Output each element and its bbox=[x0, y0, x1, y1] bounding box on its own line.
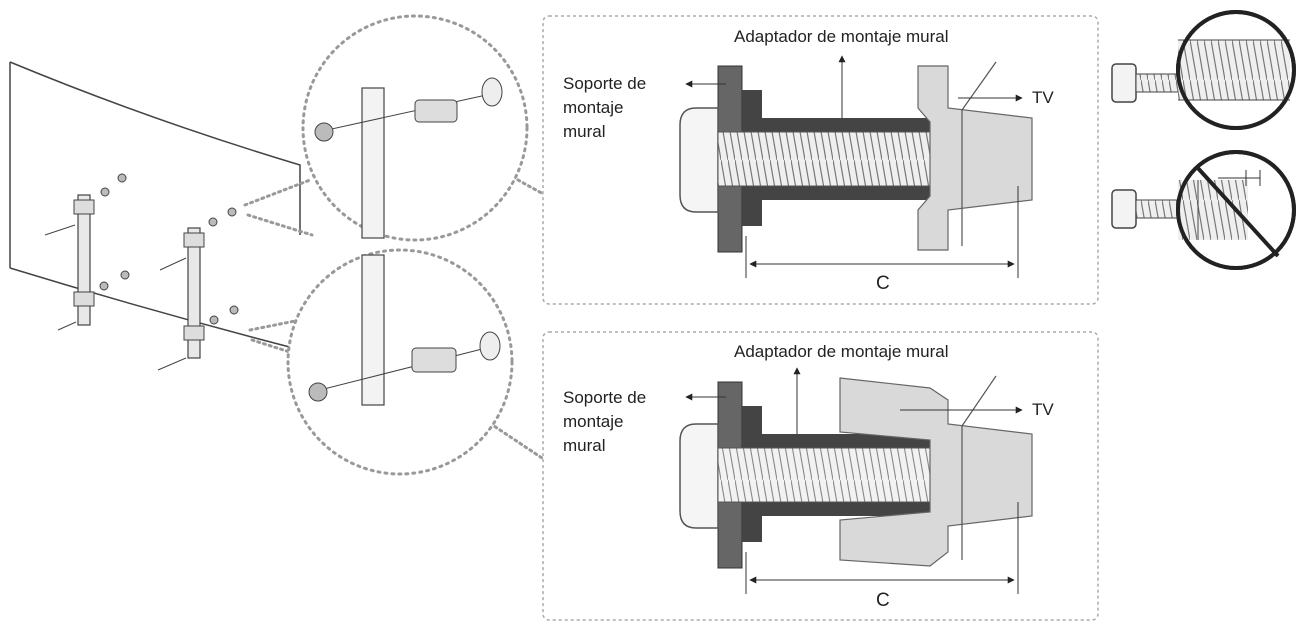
detail-box-bottom bbox=[542, 331, 1099, 621]
label-bracket-bottom-line2: montaje bbox=[563, 412, 624, 431]
tv-bracket-left bbox=[73, 194, 95, 326]
tv-bracket-right bbox=[183, 227, 205, 359]
dimension-c-bottom: C bbox=[876, 590, 890, 611]
label-bracket-bottom-line3: mural bbox=[563, 436, 606, 455]
label-tv-bottom: TV bbox=[1032, 400, 1054, 419]
label-adapter-bottom: Adaptador de montaje mural bbox=[734, 342, 949, 361]
label-bracket-top-line3: mural bbox=[563, 122, 606, 141]
screw-example-incorrect bbox=[1111, 150, 1296, 270]
label-bracket-bottom-line1: Soporte de bbox=[563, 388, 647, 407]
dimension-c-top: C bbox=[876, 273, 890, 294]
label-bracket-top-line1: Soporte de bbox=[563, 74, 647, 93]
label-adapter-top: Adaptador de montaje mural bbox=[734, 27, 949, 46]
screw-example-correct bbox=[1111, 10, 1296, 130]
detail-box-top bbox=[542, 15, 1099, 305]
label-tv-top: TV bbox=[1032, 88, 1054, 107]
small-screw-set bbox=[44, 173, 239, 371]
zoom-circle-top bbox=[301, 14, 529, 242]
label-bracket-top-line2: montaje bbox=[563, 98, 624, 117]
zoom-circle-bottom bbox=[286, 248, 514, 476]
